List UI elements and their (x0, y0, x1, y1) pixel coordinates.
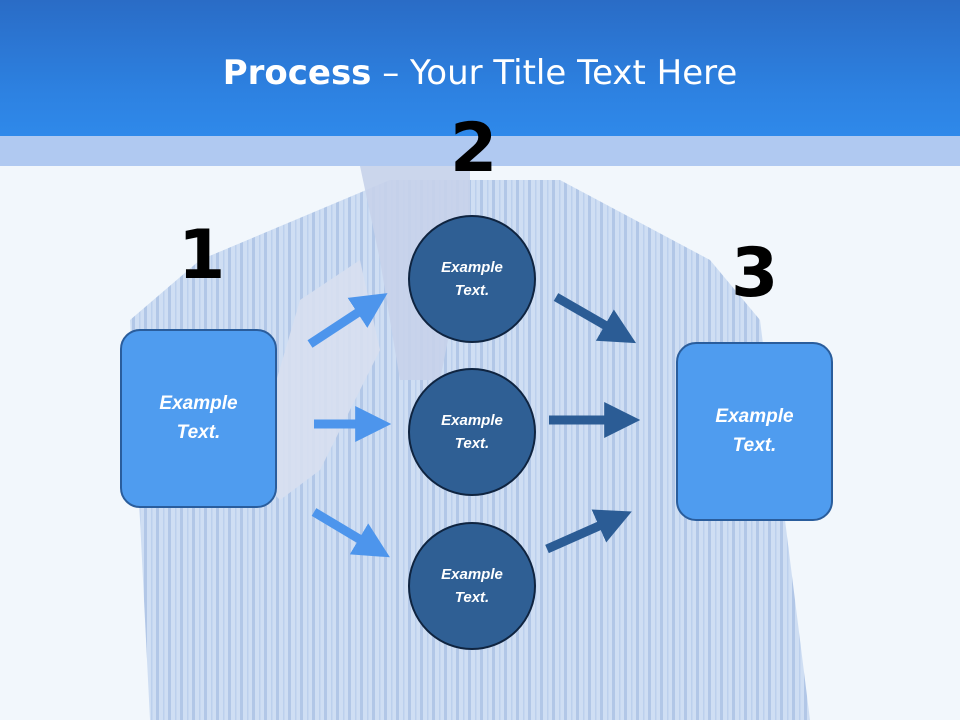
step-2-circle-bottom: Example Text. (408, 522, 536, 650)
circle-top-text: Example Text. (441, 258, 503, 299)
arrow-1-to-top-icon (307, 293, 388, 348)
header-band (0, 136, 960, 166)
arrow-1-to-bottom-icon (311, 508, 390, 558)
circle-bottom-text: Example Text. (441, 565, 503, 606)
slide-title-bold: Process (222, 53, 372, 93)
arrow-bottom-to-3-icon (545, 509, 632, 554)
step-3-box: Example Text. (676, 342, 833, 521)
slide-title: Process – Your Title Text Here (0, 53, 960, 93)
circle-middle-text: Example Text. (441, 411, 503, 452)
step-3-text: Example Text. (715, 406, 794, 456)
arrow-top-to-3-icon (553, 293, 637, 344)
title-bar (0, 0, 960, 136)
step-number-2: 2 (450, 109, 498, 188)
step-1-box: Example Text. (120, 329, 277, 508)
step-2-circle-top: Example Text. (408, 215, 536, 343)
step-number-3: 3 (731, 234, 779, 313)
step-number-1: 1 (178, 216, 226, 295)
step-2-circle-middle: Example Text. (408, 368, 536, 496)
step-1-text: Example Text. (159, 393, 238, 443)
slide-title-rest: – Your Title Text Here (371, 53, 738, 93)
